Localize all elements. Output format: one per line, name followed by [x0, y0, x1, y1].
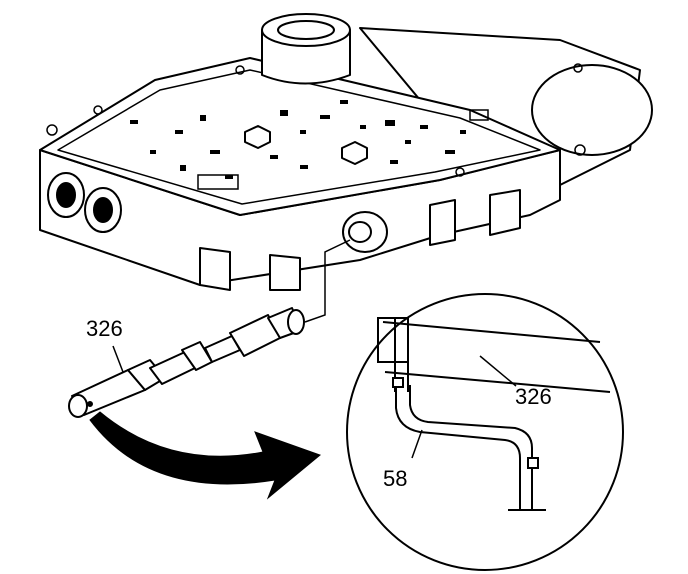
- valve-bore: [342, 211, 388, 253]
- plate-holes: [130, 100, 466, 179]
- callout-58-detail: 58: [383, 466, 408, 491]
- spring-pin-58: [395, 385, 533, 510]
- direction-arrow: [89, 411, 321, 500]
- valve-326: [68, 307, 305, 418]
- callout-326-main: 326: [86, 316, 123, 341]
- bolt-heads: [244, 125, 368, 165]
- valve-body-top-plate: [39, 57, 561, 216]
- callout-326-detail: 326: [515, 384, 552, 409]
- left-bores: [47, 172, 122, 233]
- valve-body-assembly: [39, 13, 653, 291]
- plate-round-opening: [531, 64, 653, 156]
- leader-line-to-bore: [304, 239, 351, 323]
- detail-view: [346, 293, 624, 571]
